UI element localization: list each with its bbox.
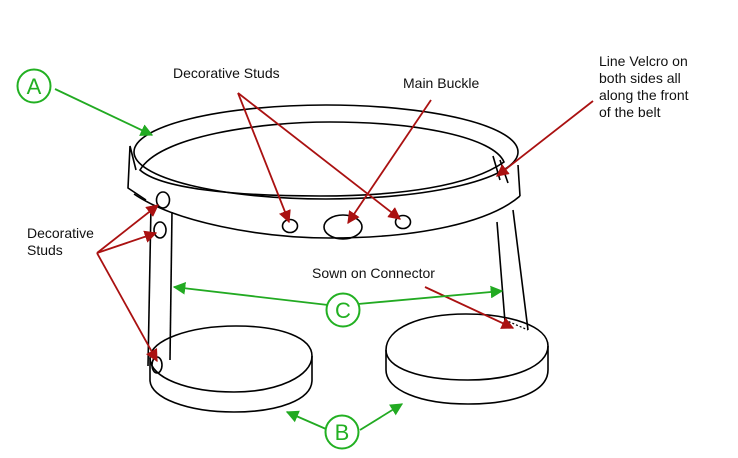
belt-end-flap bbox=[127, 145, 147, 201]
main-buckle-shape bbox=[323, 214, 363, 240]
left-leg-loop-band bbox=[149, 356, 313, 413]
svg-text:A: A bbox=[27, 74, 42, 99]
harness-outline bbox=[127, 104, 549, 413]
right-strap-inner bbox=[512, 209, 529, 331]
arrow-c-left bbox=[172, 282, 329, 306]
side-stud-top bbox=[155, 191, 171, 209]
velcro-line-4: of the belt bbox=[599, 104, 661, 120]
arrow-studs-top-left bbox=[237, 92, 291, 224]
arrow-sown-connector bbox=[424, 286, 515, 329]
svg-text:C: C bbox=[335, 298, 351, 323]
label-sown-connector: Sown on Connector bbox=[312, 265, 435, 281]
waist-belt-lower-edge bbox=[133, 193, 521, 239]
decorative-studs-left-line-1: Decorative bbox=[27, 225, 94, 241]
arrow-b-left bbox=[285, 410, 327, 430]
label-velcro: Line Velcro on both sides all along the … bbox=[599, 53, 689, 121]
right-leg-loop-top bbox=[385, 313, 549, 381]
velcro-line-3: along the front bbox=[599, 87, 689, 103]
belt-stud-left bbox=[281, 218, 299, 234]
right-leg-loop-band bbox=[385, 346, 549, 405]
arrow-velcro bbox=[496, 100, 594, 177]
arrow-a bbox=[54, 88, 154, 136]
red-arrows bbox=[96, 92, 594, 363]
arrow-main-buckle bbox=[347, 99, 432, 225]
marker-c: C bbox=[325, 292, 361, 328]
belt-stud-right bbox=[394, 214, 412, 230]
arrow-b-right bbox=[359, 403, 404, 431]
arrow-studs-top-right bbox=[237, 92, 401, 220]
right-strap-outer bbox=[496, 221, 506, 323]
label-decorative-studs-left: Decorative Studs bbox=[27, 225, 94, 259]
arrow-c-right bbox=[357, 285, 504, 305]
label-main-buckle: Main Buckle bbox=[403, 75, 480, 91]
marker-b: B bbox=[324, 414, 360, 450]
decorative-studs-left-line-2: Studs bbox=[27, 242, 63, 258]
marker-a: A bbox=[16, 68, 52, 104]
label-decorative-studs-top: Decorative Studs bbox=[173, 65, 280, 81]
waist-belt-top-rim bbox=[133, 104, 519, 200]
left-strap-outer bbox=[147, 205, 152, 367]
arrow-studs-left-3 bbox=[96, 252, 158, 363]
arrow-studs-left-2 bbox=[96, 230, 158, 254]
svg-text:B: B bbox=[335, 420, 350, 445]
green-arrows bbox=[54, 88, 504, 431]
left-strap-inner bbox=[169, 211, 173, 361]
left-leg-loop-top bbox=[149, 325, 313, 393]
velcro-line-1: Line Velcro on bbox=[599, 53, 688, 69]
waist-belt-right-side bbox=[517, 164, 521, 197]
arrow-studs-left-1 bbox=[96, 204, 159, 254]
side-stud-bottom bbox=[153, 221, 167, 239]
velcro-line-2: both sides all bbox=[599, 70, 681, 86]
